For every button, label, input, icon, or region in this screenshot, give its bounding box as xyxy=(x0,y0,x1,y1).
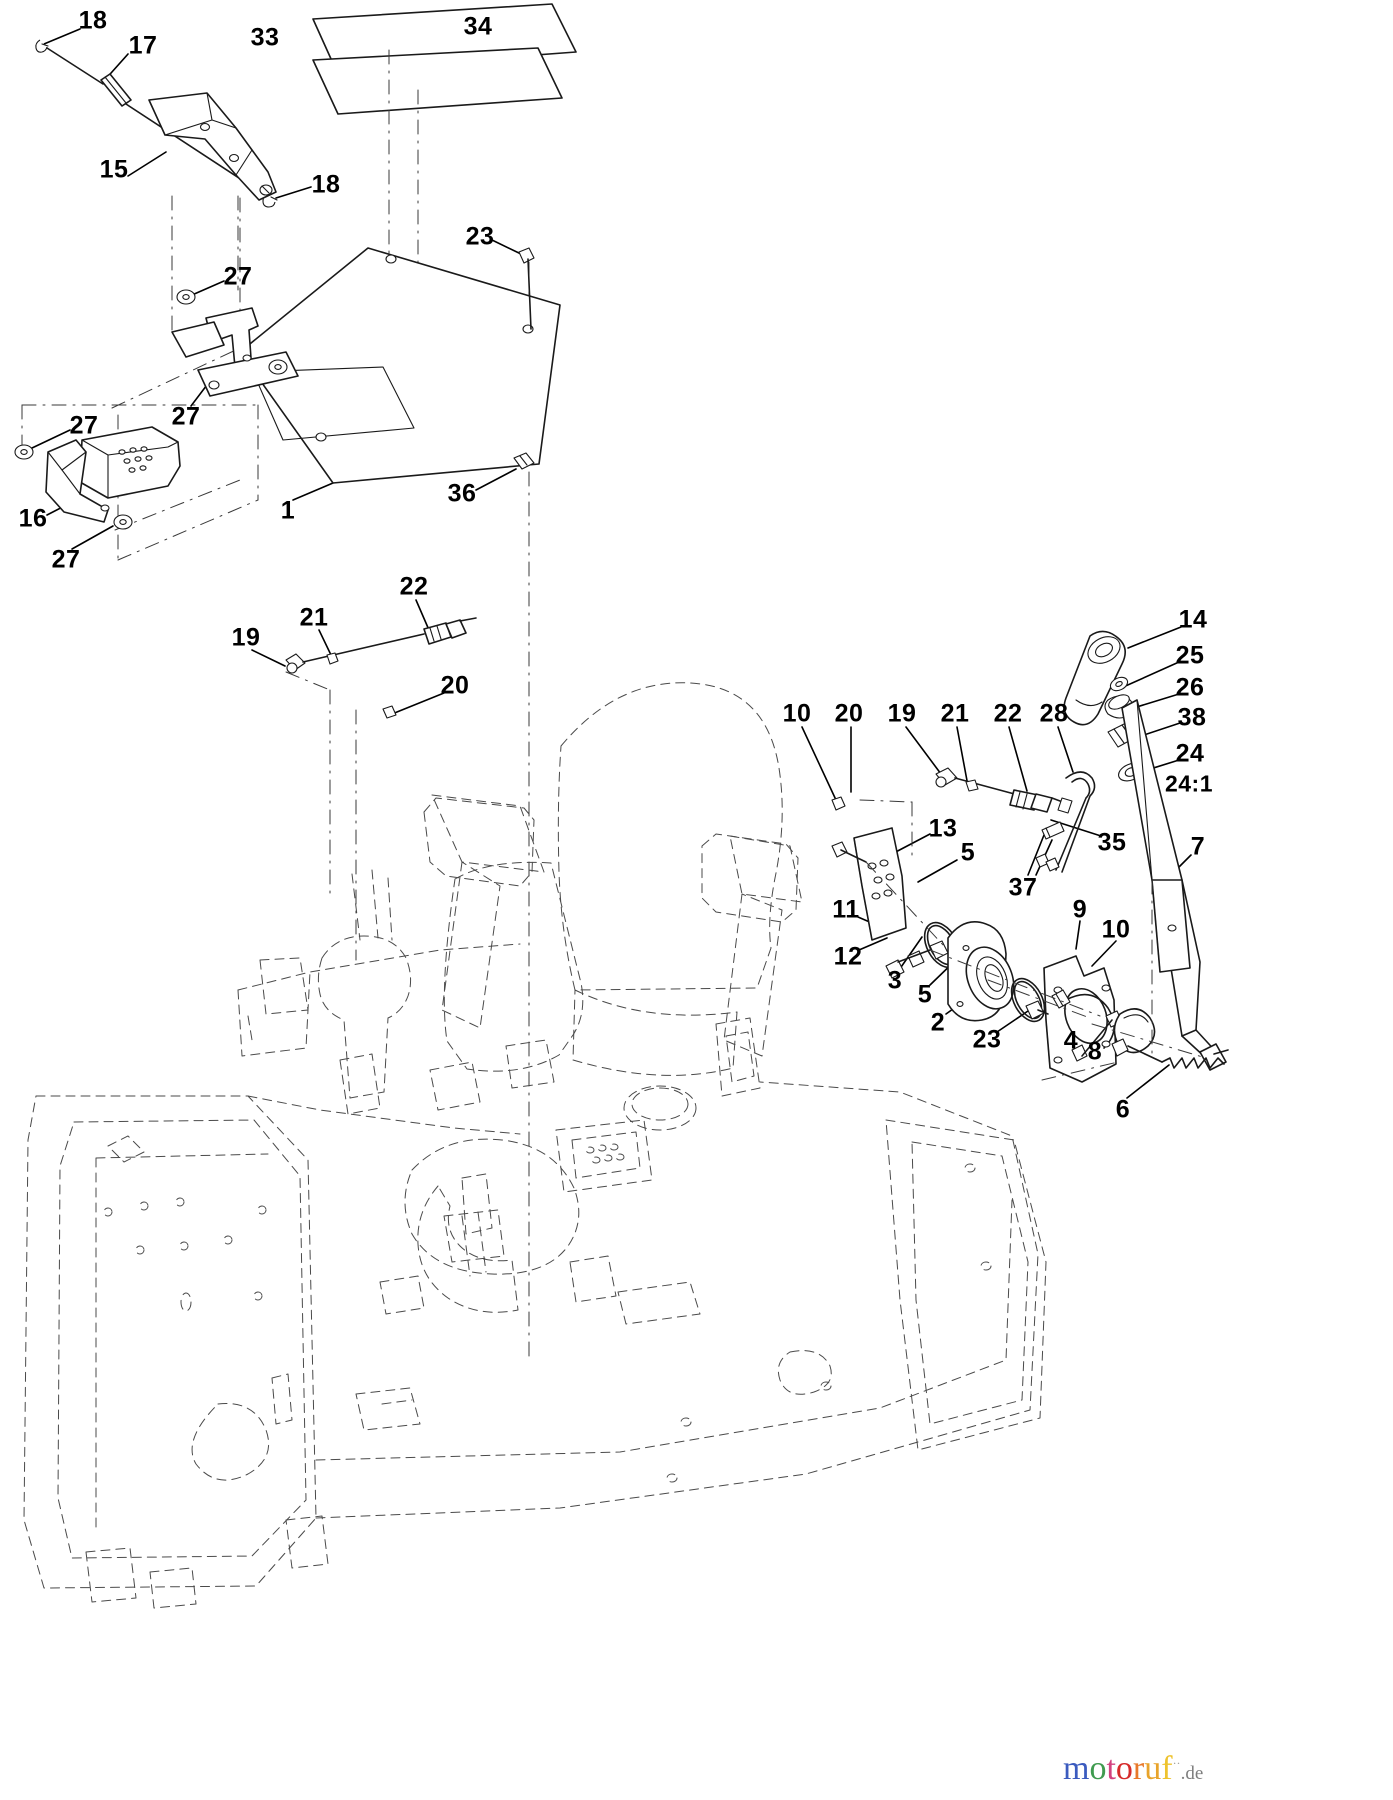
watermark-letter: o xyxy=(1089,1750,1107,1787)
bracket-13-holes xyxy=(867,859,895,900)
callout-number-17: 17 xyxy=(128,31,158,60)
pedal-bracket-group xyxy=(14,289,299,530)
callout-number-4: 4 xyxy=(1063,1026,1079,1055)
callout-number-21: 21 xyxy=(940,699,970,728)
leader-lines xyxy=(31,28,1192,1099)
callout-number-11: 11 xyxy=(832,895,860,924)
callout-number-3: 3 xyxy=(887,966,903,995)
callout-number-16: 16 xyxy=(18,504,48,533)
callout-number-34: 34 xyxy=(463,12,493,41)
left-cable-assembly xyxy=(285,617,477,719)
right-control-lever-assembly xyxy=(831,630,1229,1083)
callout-number-25: 25 xyxy=(1175,641,1205,670)
callout-number-20: 20 xyxy=(834,699,864,728)
callout-number-19: 19 xyxy=(887,699,917,728)
mower-body-phantom xyxy=(317,682,803,1313)
callout-number-13: 13 xyxy=(928,814,958,843)
callout-number-5: 5 xyxy=(960,838,976,867)
callout-number-22: 22 xyxy=(993,699,1023,728)
callout-number-10: 10 xyxy=(1101,915,1131,944)
callout-number-33: 33 xyxy=(250,23,280,52)
callout-number-27: 27 xyxy=(69,411,99,440)
callout-number-24: 24 xyxy=(1175,739,1205,768)
callout-number-8: 8 xyxy=(1087,1037,1103,1066)
phantom-alignment-lines xyxy=(21,49,530,1361)
callout-number-12: 12 xyxy=(833,942,863,971)
rod-and-clips-group xyxy=(35,39,278,208)
callout-number-36: 36 xyxy=(447,479,477,508)
deck-holes xyxy=(103,1197,267,1312)
callout-number-2: 2 xyxy=(930,1008,946,1037)
watermark-letter: m xyxy=(1063,1750,1090,1787)
callout-number-37: 37 xyxy=(1008,873,1038,902)
callout-number-23: 23 xyxy=(465,222,495,251)
pedal-grip-dots xyxy=(118,446,153,473)
motoruf-watermark: motoruf··.de xyxy=(1063,1752,1203,1786)
callout-number-26: 26 xyxy=(1175,673,1205,702)
callout-number-14: 14 xyxy=(1178,605,1208,634)
console-detail xyxy=(585,1143,625,1164)
watermark-letter: u xyxy=(1144,1750,1162,1787)
plates-33-34 xyxy=(312,3,577,115)
chassis-frame-phantom xyxy=(23,797,1047,1609)
watermark-letter: t xyxy=(1106,1750,1116,1787)
callout-number-35: 35 xyxy=(1097,828,1127,857)
bracket-15 xyxy=(148,92,277,201)
callout-number-20: 20 xyxy=(440,671,470,700)
watermark-dot: ·· xyxy=(1172,1755,1181,1770)
watermark-letter: o xyxy=(1115,1750,1133,1787)
callout-number-5: 5 xyxy=(917,980,933,1009)
watermark-letter: r xyxy=(1132,1750,1145,1787)
callout-number-38: 38 xyxy=(1177,703,1207,732)
callout-number-27: 27 xyxy=(223,262,253,291)
watermark-letter: f xyxy=(1161,1750,1173,1787)
callout-number-21: 21 xyxy=(299,603,329,632)
callout-number-18: 18 xyxy=(311,170,341,199)
callout-number-27: 27 xyxy=(171,402,201,431)
callout-number-18: 18 xyxy=(78,6,108,35)
callout-number-7: 7 xyxy=(1190,832,1206,861)
callout-number-22: 22 xyxy=(399,572,429,601)
callout-number-9: 9 xyxy=(1072,895,1088,924)
callout-number-1: 1 xyxy=(280,496,296,525)
callout-number-15: 15 xyxy=(99,155,129,184)
frame-holes xyxy=(666,1163,992,1483)
callout-number-27: 27 xyxy=(51,545,81,574)
callout-number-19: 19 xyxy=(231,623,261,652)
callout-number-23: 23 xyxy=(972,1025,1002,1054)
callout-number-6: 6 xyxy=(1115,1095,1131,1124)
watermark-suffix: .de xyxy=(1180,1763,1204,1784)
callout-number-24-1: 24:1 xyxy=(1164,770,1214,797)
callout-number-28: 28 xyxy=(1039,699,1069,728)
callout-number-10: 10 xyxy=(782,699,812,728)
